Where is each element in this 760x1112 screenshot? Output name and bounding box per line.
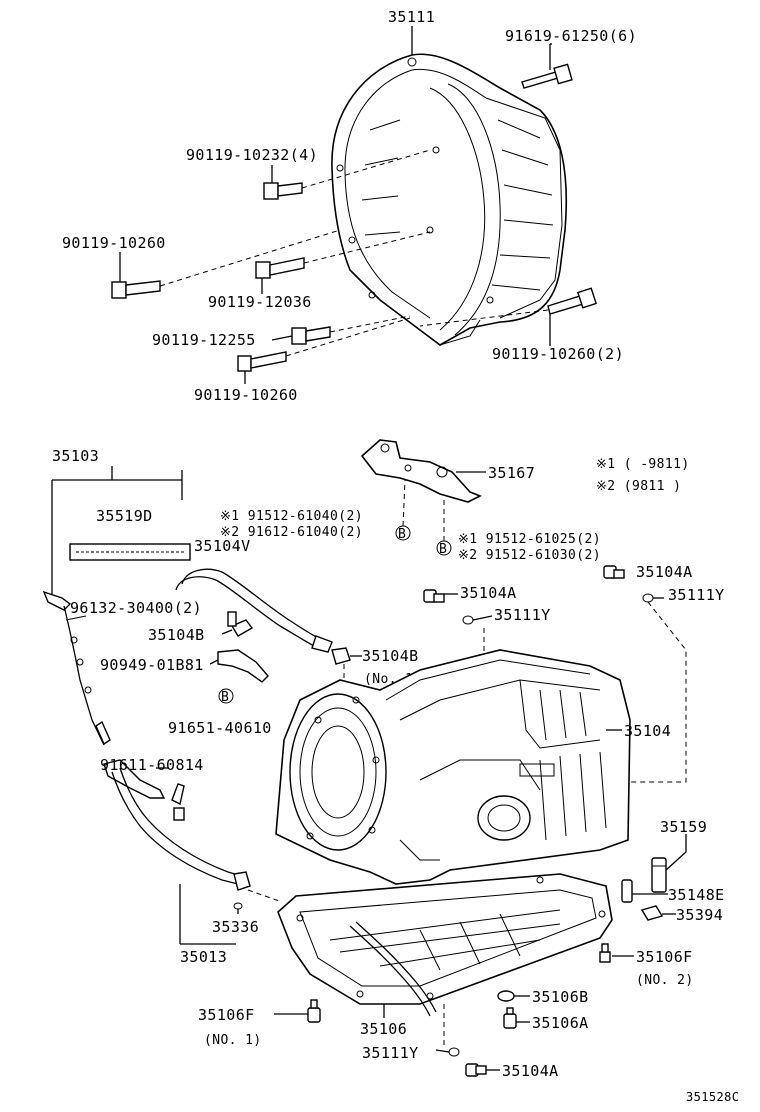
bolt-35106F-left [307,999,321,1023]
label-35111Y-bottom: 35111Y [362,1044,419,1062]
label-91512-61030: ※2 91512-61030(2) [458,548,601,563]
label-35106F-left: 35106F [198,1006,255,1024]
o-ring-35111Y-center [462,615,474,625]
label-91611-60814: 91611-60814 [100,756,204,774]
label-no1-b: (NO. 1) [204,1033,262,1048]
label-35104A-right: 35104A [636,563,693,581]
bolt-35106F-right [599,943,611,963]
label-96132-30400: 96132-30400(2) [70,599,202,617]
label-90119-10260-2: 90119-10260(2) [492,345,624,363]
oil-pan-35106 [277,873,613,1005]
screen-35148E [621,879,633,903]
circle-b-label-3: B [221,690,229,705]
harness-35104V [175,568,333,653]
dipstick-tube-35013 [111,767,251,891]
label-90119-12255: 90119-12255 [152,331,256,349]
label-35103: 35103 [52,447,99,465]
label-35104B-a: 35104B [148,626,205,644]
label-35111: 35111 [388,8,435,26]
label-35106A: 35106A [532,1014,589,1032]
bolt-90119-10260-right [547,287,598,315]
label-35148E: 35148E [668,886,725,904]
bolt-91619-61250 [521,63,573,89]
transmission-case-35104 [275,649,631,885]
label-90949-01B81: 90949-01B81 [100,656,204,674]
label-90119-10260-a: 90119-10260 [62,234,166,252]
bracket-35167 [360,439,482,503]
label-35159: 35159 [660,818,707,836]
magnet-35394 [640,905,664,921]
bolt-90119-10260-left [111,280,161,299]
label-91612-61040: ※2 91612-61040(2) [220,525,363,540]
bolt-90119-10260-bottom [237,351,287,372]
label-no2: (NO. 2) [636,973,694,988]
label-35167: 35167 [488,464,535,482]
gasket-35106B [497,990,515,1002]
label-35519D: 35519D [96,507,153,525]
label-35394: 35394 [676,906,723,924]
label-35104V: 35104V [194,537,251,555]
label-35336: 35336 [212,918,259,936]
bolt-90119-12036 [255,257,305,279]
label-90119-12036: 90119-12036 [208,293,312,311]
label-91619-61250: 91619-61250(6) [505,27,637,45]
plug-35104A-center [423,589,445,603]
plug-35106A [503,1007,517,1029]
dipstick-35103 [42,590,111,746]
plug-35104A-right [603,565,625,579]
label-91512-61025: ※1 91512-61025(2) [458,532,601,547]
note-1: ※1 ( -9811) [596,457,690,472]
plug-35104A-bottom [465,1063,487,1077]
circle-b-label-2: B [439,542,447,557]
bolt-90119-12255 [291,326,331,345]
label-35106F-right: 35106F [636,948,693,966]
note-2: ※2 (9811 ) [596,479,681,494]
label-90119-10232: 90119-10232(4) [186,146,318,164]
clamp-90949-01B81 [217,649,269,683]
circle-b-3 [218,688,234,704]
label-35104B-b: 35104B [362,647,419,665]
o-ring-35111Y-bottom [448,1047,460,1057]
diagram-code: 351528C [686,1090,739,1104]
caution-label-35519D [69,543,191,561]
bell-housing-35111 [331,53,568,346]
label-91651-40610: 91651-40610 [168,719,272,737]
label-35104A-center: 35104A [460,584,517,602]
sensor-35159 [651,857,667,893]
label-35111Y-right: 35111Y [668,586,725,604]
label-35106: 35106 [360,1020,407,1038]
o-ring-35336 [233,902,243,910]
o-ring-35111Y-right [642,593,654,603]
oil-pipe [349,921,437,1017]
label-35111Y-center: 35111Y [494,606,551,624]
label-90119-10260-b: 90119-10260 [194,386,298,404]
clip-35104B-a [227,611,254,637]
bolt-90119-10232 [263,182,303,200]
bolt-91611-60814 [171,783,185,821]
label-91512-61040: ※1 91512-61040(2) [220,509,363,524]
circle-b-label-1: B [398,527,406,542]
label-35104: 35104 [624,722,671,740]
label-35106B: 35106B [532,988,589,1006]
label-35013: 35013 [180,948,227,966]
label-35104A-bottom: 35104A [502,1062,559,1080]
